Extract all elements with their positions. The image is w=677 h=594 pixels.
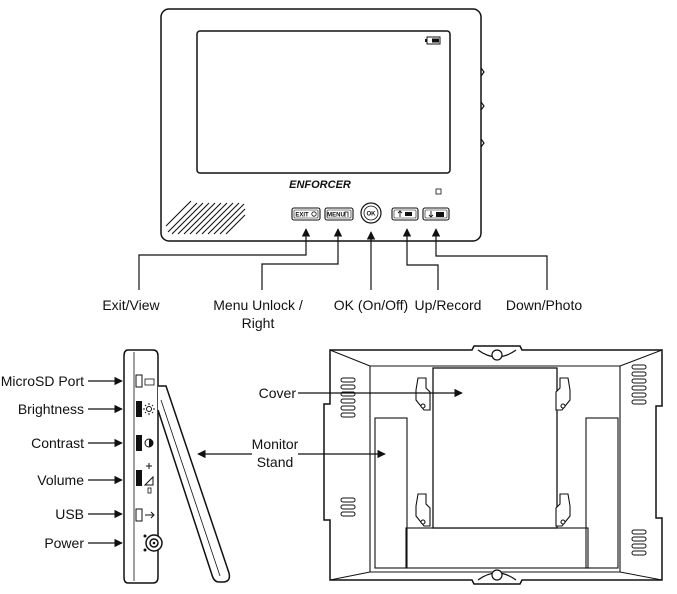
- mounting-hooks: [415, 377, 571, 527]
- monitor-side-body: [123, 349, 159, 584]
- speaker-grille: [165, 200, 246, 235]
- contrast-icon: [144, 438, 154, 448]
- sun-icon: [143, 403, 155, 415]
- brand-logo: ENFORCER: [289, 179, 351, 191]
- label-ok: OK (On/Off): [334, 297, 408, 313]
- svg-text:EXIT: EXIT: [295, 213, 309, 219]
- label-exit-view: Exit/View: [102, 297, 160, 313]
- microsd-port[interactable]: [135, 374, 155, 388]
- back-view: Cover Monitor Stand: [197, 345, 663, 585]
- label-microsd: MicroSD Port: [1, 373, 84, 389]
- power-port[interactable]: [143, 534, 163, 552]
- record-icon: [405, 212, 412, 216]
- label-contrast: Contrast: [31, 435, 84, 451]
- label-brightness: Brightness: [18, 401, 84, 417]
- stand-panel-right: [585, 417, 619, 569]
- stand-panel-left: [374, 417, 408, 569]
- volume-icon: [143, 463, 154, 494]
- contrast-control[interactable]: [136, 435, 154, 451]
- label-down-photo: Down/Photo: [506, 297, 582, 313]
- bottom-hook: [477, 569, 517, 581]
- label-menu-right: Right: [242, 315, 275, 331]
- top-hook: [477, 349, 517, 361]
- back-callout-lines: [197, 388, 463, 459]
- svg-text:OK: OK: [367, 212, 377, 218]
- label-menu-unlock: Menu Unlock /: [213, 297, 303, 313]
- left-vents: [340, 377, 356, 517]
- svg-text:MENU: MENU: [327, 213, 345, 219]
- down-arrow-icon: [428, 211, 434, 218]
- label-volume: Volume: [37, 472, 84, 488]
- right-vents: [631, 364, 647, 556]
- monitor-screen: [196, 30, 451, 174]
- back-cover: [432, 367, 558, 529]
- ok-button[interactable]: OK: [360, 202, 382, 224]
- battery-icon: [425, 36, 441, 45]
- label-usb: USB: [55, 506, 84, 522]
- brightness-control[interactable]: [136, 401, 155, 417]
- indicator-light: [435, 188, 442, 195]
- label-power: Power: [44, 535, 84, 551]
- menu-button[interactable]: MENU: [324, 207, 354, 221]
- unlock-icon: [344, 211, 349, 217]
- down-photo-button[interactable]: [422, 207, 450, 221]
- label-stand: Stand: [257, 454, 294, 470]
- up-arrow-icon: [397, 210, 403, 217]
- volume-control[interactable]: [136, 463, 154, 494]
- side-stand: [157, 385, 231, 583]
- label-up-record: Up/Record: [415, 297, 482, 313]
- side-nubs: [480, 67, 485, 148]
- usb-icon: [145, 511, 155, 519]
- label-cover: Cover: [259, 385, 297, 401]
- side-view: MicroSD Port Brightness Contrast Volume …: [1, 349, 231, 584]
- front-callout-lines: [138, 228, 548, 290]
- front-view: ENFORCER EXIT MENU: [102, 8, 582, 331]
- view-icon: [311, 211, 317, 217]
- side-callout-lines: [88, 376, 123, 548]
- usb-port[interactable]: [135, 508, 155, 522]
- camera-icon: [436, 212, 444, 217]
- exit-button[interactable]: EXIT: [291, 207, 321, 221]
- label-monitor: Monitor: [252, 436, 299, 452]
- up-record-button[interactable]: [391, 207, 419, 221]
